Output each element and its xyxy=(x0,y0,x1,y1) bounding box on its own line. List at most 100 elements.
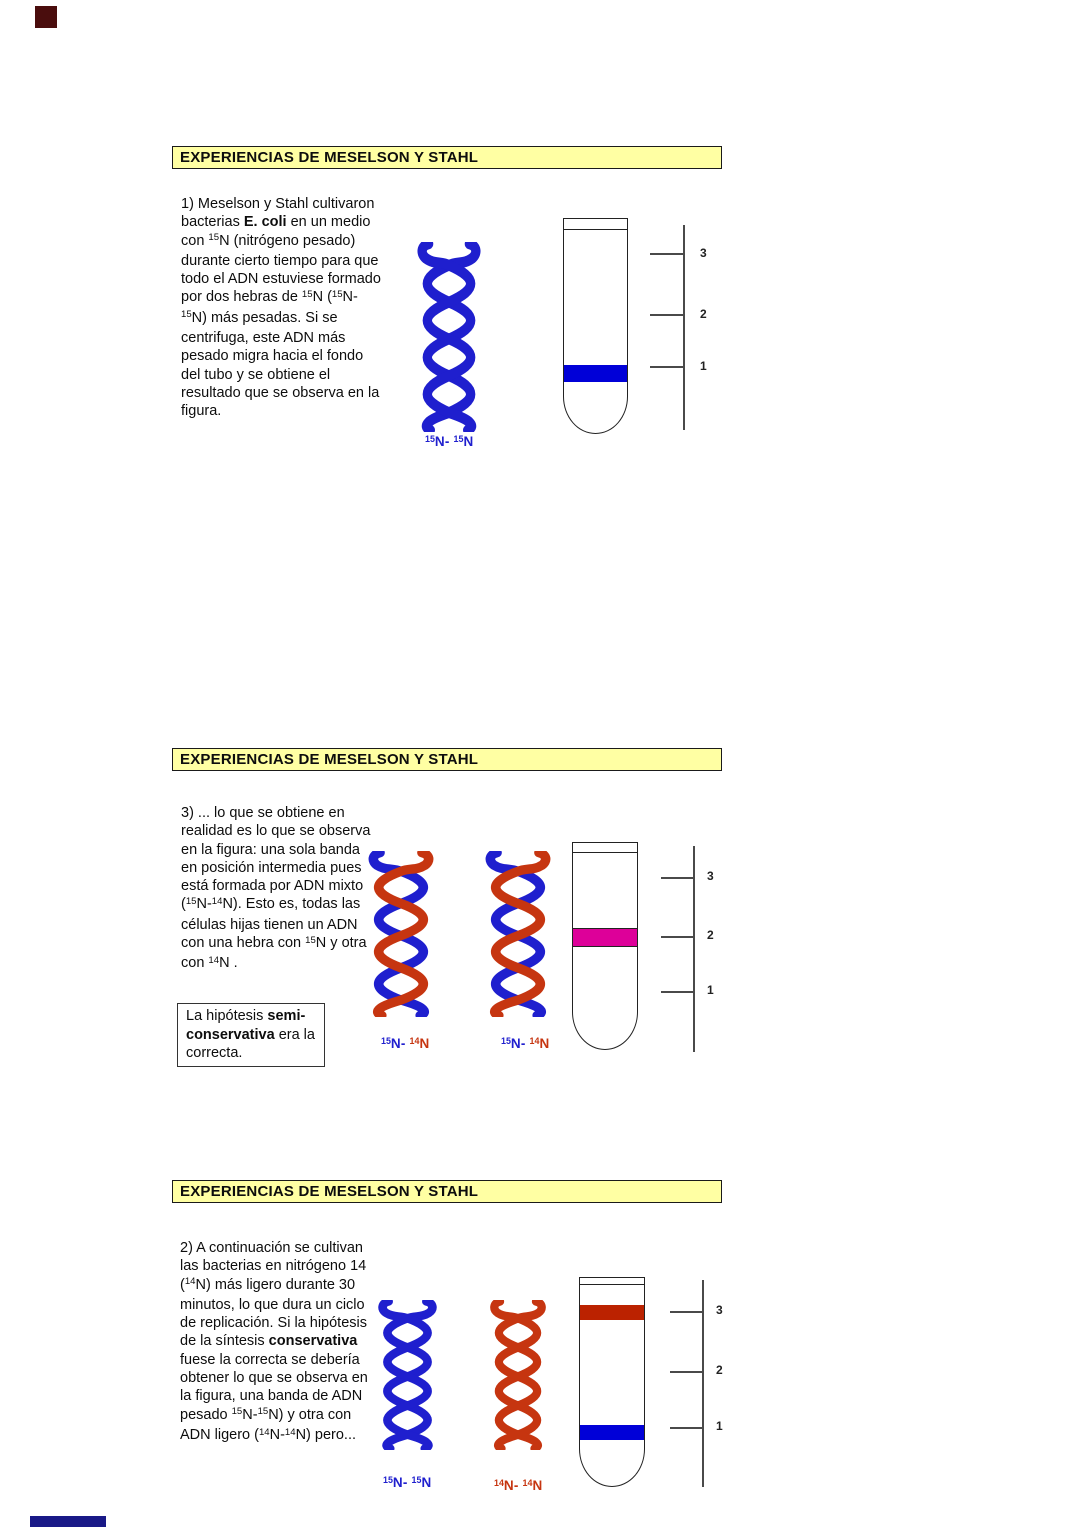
test-tube xyxy=(572,842,638,1050)
text-run: N- xyxy=(503,1478,523,1493)
ruler-tick-label: 1 xyxy=(700,359,707,373)
text-run: 15 xyxy=(331,289,343,301)
ruler-tick-label: 2 xyxy=(707,928,714,942)
ruler-tick-label: 3 xyxy=(716,1303,723,1317)
text-run: N- xyxy=(510,1036,530,1051)
text-run: 15 xyxy=(301,289,313,301)
dna-band-heavy xyxy=(564,365,627,382)
ruler-tick xyxy=(650,366,684,368)
tube-rim-line xyxy=(564,229,627,230)
text-run: 2) A continuación se cultivan las bacter… xyxy=(180,1240,367,1293)
text-run: N y otra con xyxy=(181,935,367,972)
text-run: 14 xyxy=(184,1276,196,1288)
dna-helix-15n15n xyxy=(415,242,483,432)
tube-rim-line xyxy=(580,1284,644,1285)
section1-title-bar: EXPERIENCIAS DE MESELSON Y STAHL xyxy=(172,146,722,169)
dna-helix-14n14n xyxy=(488,1300,548,1450)
text-run: 14 xyxy=(529,1036,540,1046)
dna-band-light xyxy=(580,1305,644,1320)
helix-label-15n14n: 15N- 14N xyxy=(381,1036,429,1051)
ruler-tick xyxy=(670,1427,703,1429)
test-tube xyxy=(563,218,628,434)
ruler-tick xyxy=(650,314,684,316)
text-run: 3) ... lo que se obtiene en realidad es … xyxy=(181,805,371,913)
dna-band-heavy xyxy=(580,1425,644,1440)
ruler-tick xyxy=(670,1311,703,1313)
tube-rim-line xyxy=(573,852,637,853)
text-run: N- xyxy=(269,1426,285,1443)
text-run: fuese la correcta se debería obtener lo … xyxy=(180,1351,368,1423)
text-run: N xyxy=(539,1036,550,1051)
text-run: N) más pesadas. Si se centrifuga, este A… xyxy=(181,309,380,420)
ruler-tick-label: 3 xyxy=(700,246,707,260)
text-run: conservativa xyxy=(268,1333,358,1350)
ruler-tick xyxy=(661,877,694,879)
text-run: 15 xyxy=(208,232,220,244)
text-run: N- xyxy=(390,1036,410,1051)
text-run: 15 xyxy=(305,934,316,946)
text-run: N) pero... xyxy=(295,1426,356,1443)
ruler xyxy=(702,1280,704,1487)
helix-label-14n14n: 14N- 14N xyxy=(494,1478,542,1493)
helix-strand xyxy=(378,1300,433,1450)
section2-paragraph: 3) ... lo que se obtiene en realidad es … xyxy=(181,804,379,975)
text-run: 14 xyxy=(522,1478,533,1488)
text-run: 15 xyxy=(501,1036,511,1046)
dna-band-hybrid xyxy=(572,928,638,947)
text-run: N) más ligero durante 30 minutos, lo que… xyxy=(180,1276,367,1350)
ruler xyxy=(683,225,685,430)
conclusion-note-box: La hipótesis semi-conservativa era la co… xyxy=(177,1003,325,1067)
text-run: N) y otra con ADN ligero ( xyxy=(180,1406,352,1443)
text-run: 15 xyxy=(383,1475,393,1485)
text-run: N xyxy=(532,1478,543,1493)
text-run: era la correcta. xyxy=(186,1026,315,1062)
text-run: N- xyxy=(434,434,454,449)
ruler-tick xyxy=(670,1371,703,1373)
ruler xyxy=(693,846,695,1052)
ruler-tick xyxy=(661,936,694,938)
text-run: 14 xyxy=(258,1426,270,1438)
section2-title-bar: EXPERIENCIAS DE MESELSON Y STAHL xyxy=(172,748,722,771)
page-edge-artifact-bottom xyxy=(30,1516,106,1527)
text-run: N- xyxy=(342,289,358,306)
ruler-tick-label: 1 xyxy=(707,983,714,997)
text-run: 15 xyxy=(181,309,192,321)
section3-paragraph: 2) A continuación se cultivan las bacter… xyxy=(180,1239,382,1446)
text-run: 14 xyxy=(284,1426,296,1438)
text-run: N- xyxy=(196,896,212,913)
helix-strand xyxy=(489,851,551,1017)
text-run: La hipótesis xyxy=(186,1008,268,1024)
text-run: N xyxy=(463,434,474,449)
page-edge-artifact-top xyxy=(35,6,57,28)
text-run: N- xyxy=(392,1475,412,1490)
text-run: 15 xyxy=(453,434,464,444)
text-run: N). Esto es, todas las células hijas tie… xyxy=(181,896,361,952)
helix-strand xyxy=(372,851,434,1017)
helix-label-15n14n: 15N- 14N xyxy=(501,1036,549,1051)
text-run: 14 xyxy=(208,955,220,967)
text-run: N xyxy=(421,1475,432,1490)
text-run: N xyxy=(419,1036,430,1051)
dna-helix-15n15n xyxy=(376,1300,439,1450)
text-run: N (nitrógeno pesado) durante cierto tiem… xyxy=(181,232,381,306)
dna-helix-15n14n xyxy=(483,851,553,1017)
text-run: 14 xyxy=(494,1478,504,1488)
text-run: E. coli xyxy=(243,214,287,231)
text-run: semi-conservativa xyxy=(186,1008,306,1043)
text-run: 15 xyxy=(381,1036,391,1046)
helix-strand xyxy=(490,1300,543,1450)
test-tube xyxy=(579,1277,645,1487)
text-run: N ( xyxy=(312,289,332,306)
text-run: 15 xyxy=(425,434,435,444)
helix-strand xyxy=(417,242,477,432)
ruler-tick-label: 3 xyxy=(707,869,714,883)
text-run: 15 xyxy=(257,1406,269,1418)
text-run: 14 xyxy=(211,896,223,908)
text-run: N . xyxy=(219,955,238,972)
text-run: 14 xyxy=(409,1036,420,1046)
helix-label-15n15n: 15N- 15N xyxy=(383,1475,431,1490)
text-run: en un medio con xyxy=(181,214,371,249)
ruler-tick-label: 2 xyxy=(700,307,707,321)
text-run: 15 xyxy=(231,1406,243,1418)
